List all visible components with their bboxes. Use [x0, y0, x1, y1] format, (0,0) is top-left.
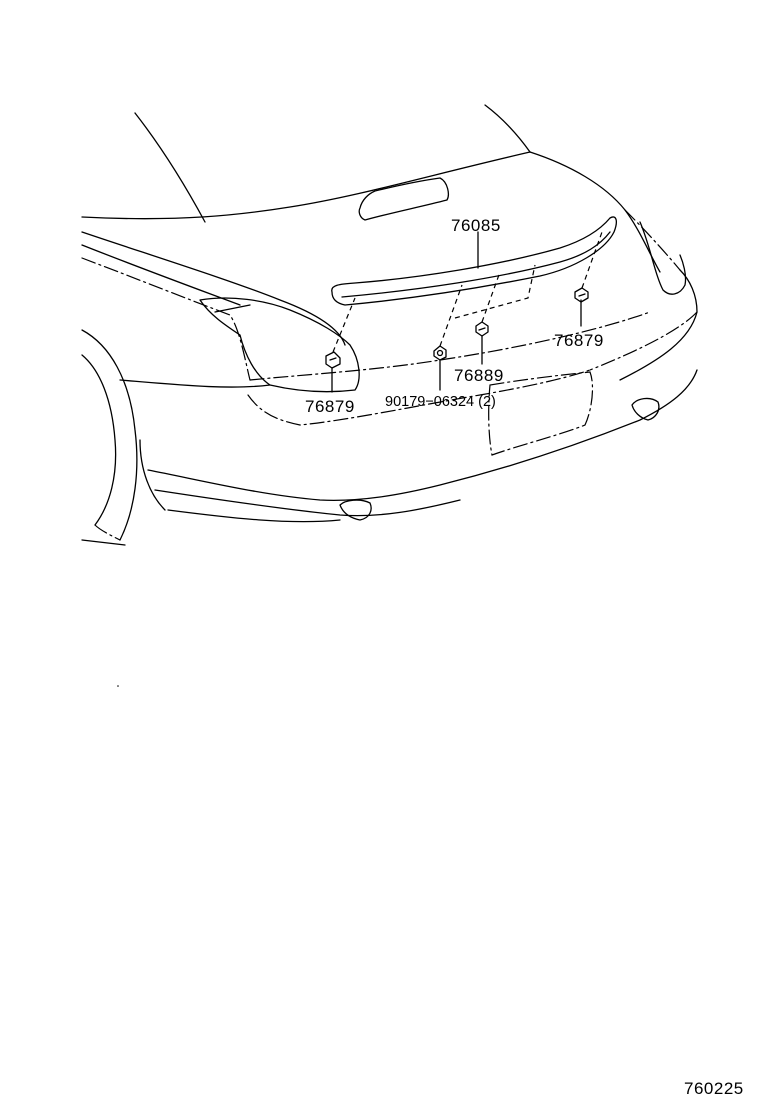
- nut-icon: [433, 345, 447, 361]
- label-spoiler: 76085: [451, 216, 501, 235]
- leader-lines: [331, 231, 582, 393]
- stray-dot: [117, 685, 119, 687]
- label-clip-left: 76879: [305, 397, 355, 416]
- grommet-icon: [475, 321, 489, 337]
- clip-left-icon: [325, 351, 341, 369]
- rear-spoiler: [331, 216, 617, 306]
- label-grommet: 76889: [454, 366, 504, 385]
- car-body-outline: [81, 104, 698, 546]
- label-nut: 90179−06324 (2): [385, 394, 496, 410]
- label-clip-right: 76879: [554, 331, 604, 350]
- attachment-lines: [332, 231, 603, 353]
- figure-code: 760225: [684, 1079, 744, 1098]
